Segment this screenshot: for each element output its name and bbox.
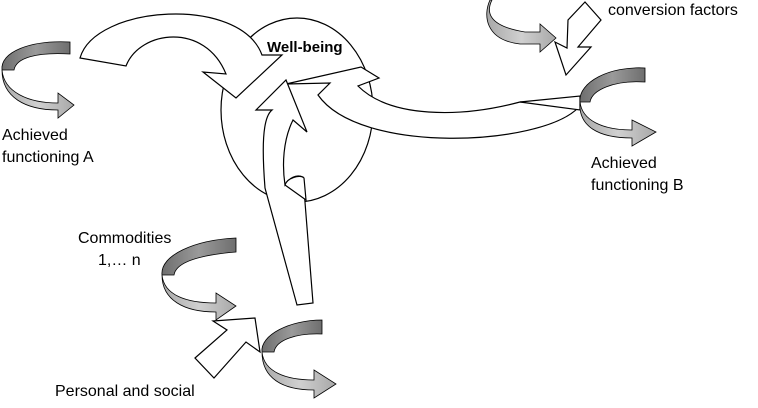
cyclic-arrow-personal-social <box>261 319 337 399</box>
cyclic-arrow-commodities <box>161 237 237 321</box>
functioning-a-label-line1: Achieved <box>2 127 68 144</box>
cyclic-arrow-functioning-b <box>579 67 657 147</box>
curved-arrow-functioning-a <box>79 13 284 99</box>
vertical-arrow-hook <box>284 175 307 202</box>
personal-social-label: Personal and social <box>55 383 195 400</box>
curved-arrow-functioning-b <box>285 66 579 139</box>
commodities-label-line2: 1,… n <box>98 252 141 269</box>
conversion-arrow-top <box>553 1 602 77</box>
functioning-b-label-line1: Achieved <box>591 155 657 172</box>
cyclic-arrow-conversion-factors <box>486 0 557 53</box>
functioning-a-label-line2: functioning A <box>2 149 94 166</box>
cyclic-arrow-functioning-a <box>1 41 75 119</box>
conversion-factors-label: conversion factors <box>608 2 738 19</box>
commodities-label-line1: Commodities <box>78 230 171 247</box>
well-being-label: Well-being <box>267 39 343 56</box>
conversion-arrow-bottom <box>194 317 261 379</box>
functioning-b-label-line2: functioning B <box>591 177 684 194</box>
